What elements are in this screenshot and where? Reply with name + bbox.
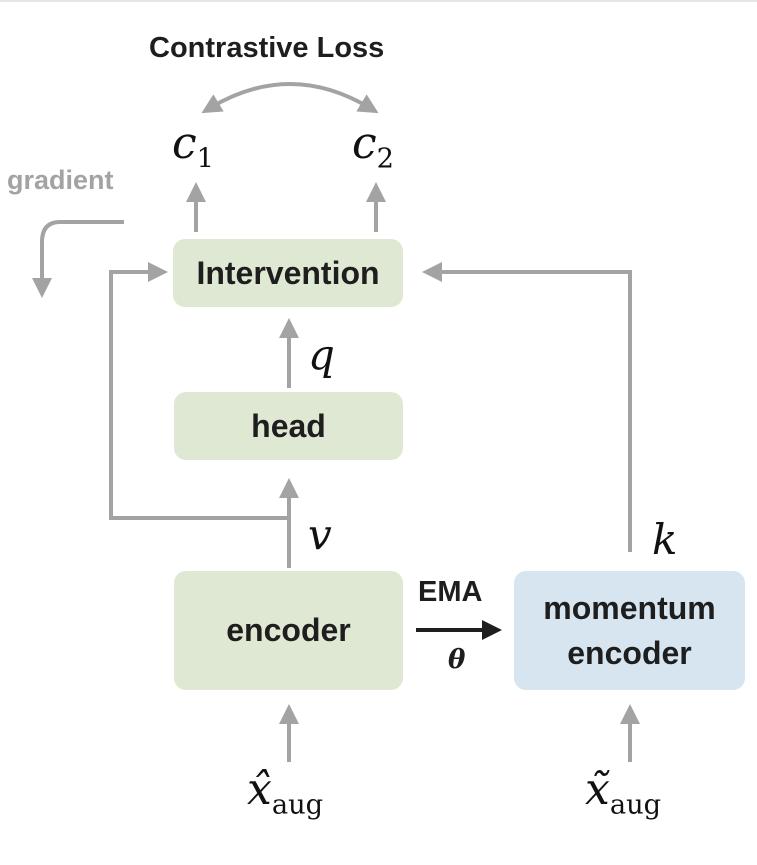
contrastive-loss-arc bbox=[201, 82, 379, 114]
c2-symbol: c2 bbox=[352, 118, 395, 175]
skip-v-to-intervention bbox=[109, 262, 289, 520]
gradient-curve-arrow bbox=[32, 220, 124, 298]
encoder-node: encoder bbox=[174, 571, 403, 690]
contrastive-loss-title: Contrastive Loss bbox=[149, 32, 385, 64]
momentum-label-line1: momentum bbox=[543, 589, 716, 626]
top-divider bbox=[0, 0, 757, 2]
head-label: head bbox=[251, 407, 326, 444]
q-symbol: q bbox=[308, 330, 335, 379]
gradient-label: gradient bbox=[7, 165, 114, 195]
encoder-label: encoder bbox=[226, 612, 351, 648]
momentum-encoder-node: momentum encoder bbox=[514, 571, 745, 690]
c1-symbol: c1 bbox=[172, 118, 215, 175]
arrow-k-to-intervention bbox=[422, 262, 632, 552]
x-tilde-aug-input: x̃aug bbox=[585, 764, 662, 821]
intervention-label: Intervention bbox=[196, 254, 380, 291]
v-symbol: v bbox=[308, 510, 332, 559]
theta-label: θ bbox=[448, 645, 466, 675]
intervention-node: Intervention bbox=[173, 239, 403, 307]
ema-label: EMA bbox=[418, 576, 483, 608]
k-symbol: k bbox=[652, 515, 678, 564]
momentum-label-line2: encoder bbox=[567, 634, 692, 671]
x-hat-aug-input: x̂aug bbox=[247, 764, 324, 821]
head-node: head bbox=[174, 392, 403, 460]
